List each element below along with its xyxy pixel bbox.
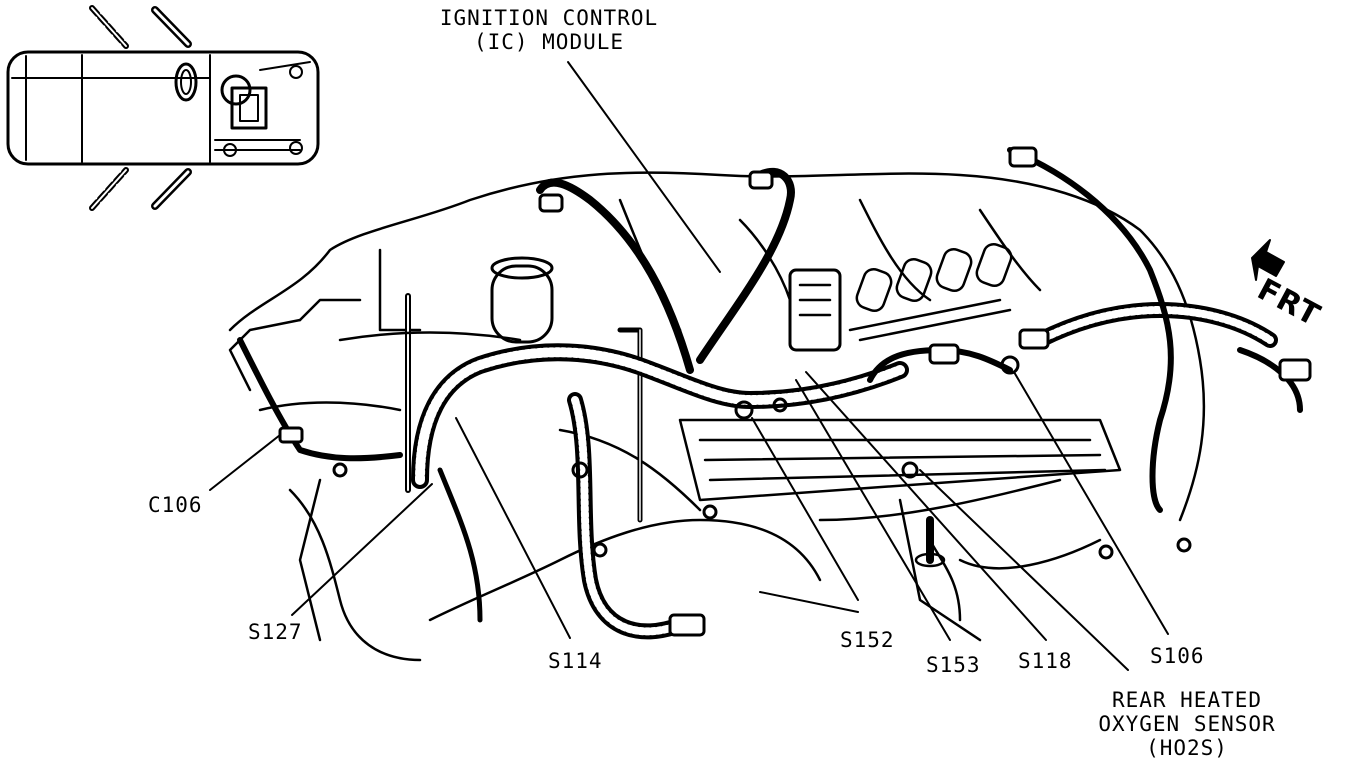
leader-s106 [1013, 371, 1169, 635]
leader-s118 [805, 371, 1047, 641]
label-ic-module-line1: IGNITION CONTROL [439, 6, 659, 30]
leader-lines [209, 61, 1169, 671]
label-s106: S106 [1150, 644, 1205, 668]
leader-s152 [751, 417, 859, 601]
label-c106: C106 [148, 493, 203, 517]
leader-ic-module [567, 61, 721, 273]
label-s114: S114 [548, 649, 603, 673]
label-s118: S118 [1018, 649, 1073, 673]
leader-s153 [795, 379, 951, 641]
label-s153: S153 [926, 653, 981, 677]
leader-ho2s [919, 469, 1129, 671]
leader-c106 [209, 434, 281, 491]
label-ho2s-line3: (HO2S) [1146, 736, 1228, 760]
label-s127: S127 [248, 620, 303, 644]
wiring-harness [237, 146, 1312, 640]
vehicle-locator-icon [6, 5, 320, 211]
front-arrow-icon [1251, 239, 1285, 281]
label-ic-module-line2: (IC) MODULE [473, 30, 625, 54]
label-ho2s: REAR HEATED OXYGEN SENSOR (HO2S) [1062, 688, 1312, 760]
leader-s152b [759, 591, 859, 613]
label-s152: S152 [840, 628, 895, 652]
label-ho2s-line2: OXYGEN SENSOR [1098, 712, 1276, 736]
label-ic-module: IGNITION CONTROL (IC) MODULE [418, 6, 680, 54]
leader-s114 [455, 417, 571, 639]
engine-outline [228, 171, 1206, 662]
label-ho2s-line1: REAR HEATED [1111, 688, 1263, 712]
leader-s127 [291, 483, 433, 616]
